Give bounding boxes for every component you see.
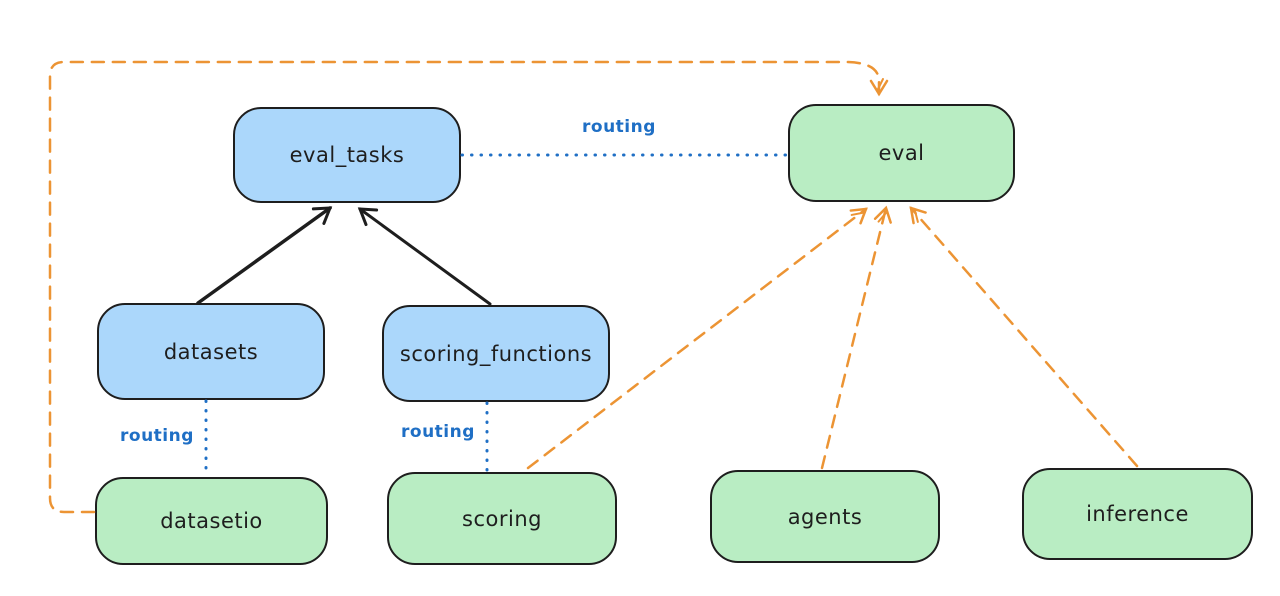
node-datasetio: datasetio [95,477,328,565]
edge-label-routing-mid: routing [401,422,475,442]
edge-datasets-to-eval-tasks [196,206,333,305]
edge-label-routing-top: routing [582,117,656,137]
node-scoring-functions: scoring_functions [382,305,610,402]
node-eval-label: eval [878,141,925,165]
edge-scoring-functions-to-eval-tasks [357,207,492,306]
node-eval-tasks: eval_tasks [233,107,461,203]
node-agents-label: agents [787,504,863,529]
edge-label-routing-left: routing [120,426,194,446]
node-inference: inference [1022,468,1253,560]
node-eval: eval [788,104,1015,202]
node-agents: agents [710,470,940,563]
node-scoring-label: scoring [462,506,542,531]
node-datasets: datasets [97,303,325,400]
node-datasetio-label: datasetio [160,509,263,533]
node-inference-label: inference [1086,502,1189,526]
node-scoring-functions-label: scoring_functions [399,341,593,366]
node-scoring: scoring [387,472,617,565]
edge-agents-to-eval [820,205,892,470]
node-datasets-label: datasets [163,339,259,364]
node-eval-tasks-label: eval_tasks [289,143,405,167]
edge-inference-to-eval [909,206,1139,468]
